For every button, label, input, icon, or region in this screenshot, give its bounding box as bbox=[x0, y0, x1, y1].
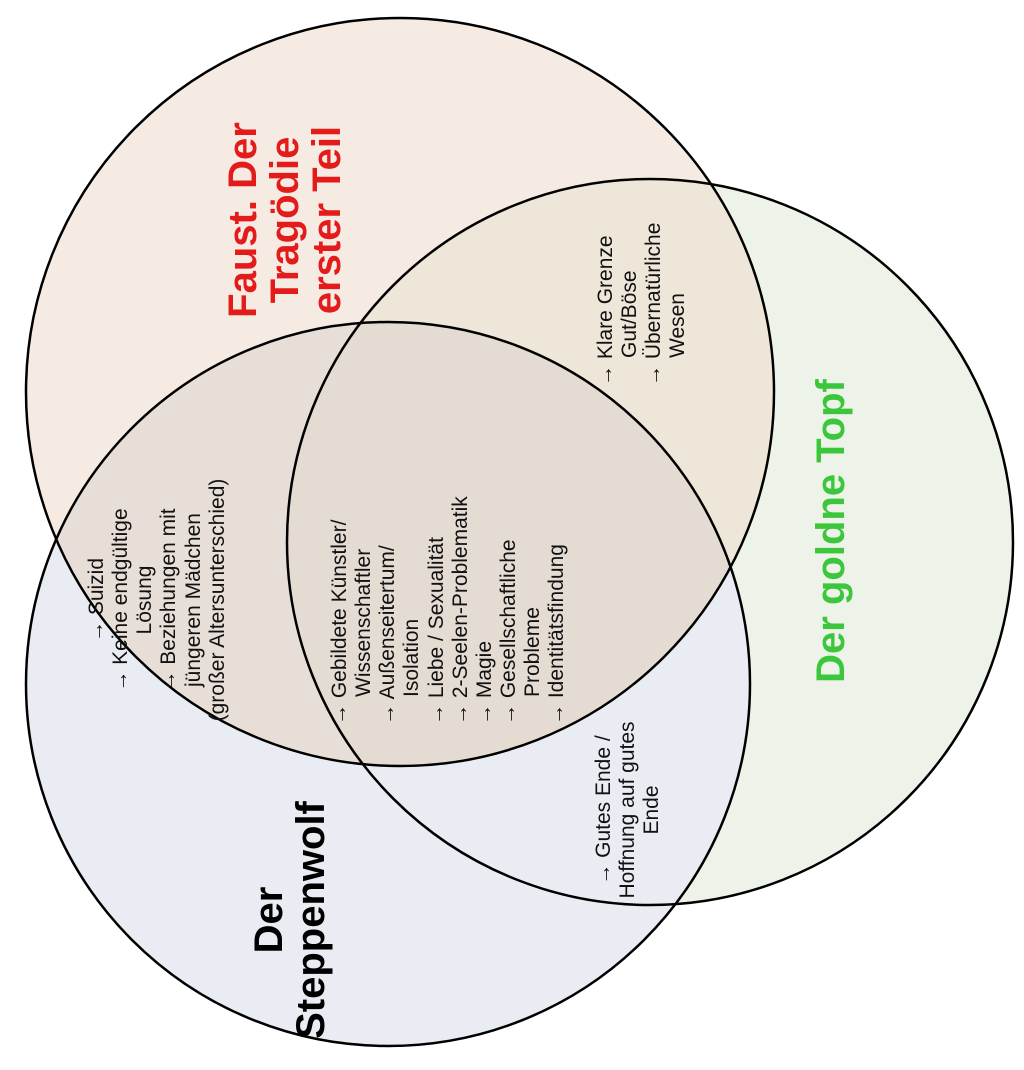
list-item: → Identitätsfindung bbox=[545, 544, 569, 725]
list-item: Wesen bbox=[666, 293, 690, 358]
faust-title-line-1: Faust. Der bbox=[221, 122, 265, 318]
list-item: → Suizid bbox=[85, 557, 108, 643]
list-item: → Gesellschaftliche bbox=[496, 539, 520, 725]
steppenwolf-title-line-1: Der bbox=[247, 886, 291, 954]
faust-title-line-3: erster Teil bbox=[305, 125, 349, 315]
list-item: Hoffnung auf gutes bbox=[616, 721, 640, 899]
topf-title-text: Der goldne Topf bbox=[809, 379, 853, 683]
region-center: → Gebildete Künstler/ Wissenschaftler → … bbox=[328, 385, 598, 725]
circle-steppenwolf-outline bbox=[24, 320, 752, 1048]
steppenwolf-title-line-2: Steppenwolf bbox=[289, 801, 333, 1039]
circle-faust-outline bbox=[24, 16, 776, 768]
list-item: → Gutes Ende / bbox=[592, 735, 615, 885]
list-item: (großer Altersunterschied) bbox=[205, 478, 229, 722]
list-item: Probleme bbox=[521, 607, 545, 697]
list-item: Gut/Böse bbox=[618, 270, 642, 358]
topf-title: Der goldne Topf bbox=[809, 341, 862, 721]
list-item: → Außenseitertum/ bbox=[376, 545, 400, 725]
list-item: → Magie bbox=[472, 640, 496, 725]
circle-topf-outline bbox=[285, 177, 1015, 907]
region-faust-topf: → Klare Grenze Gut/Böse → Übernatürliche… bbox=[594, 186, 710, 386]
list-item: → Gebildete Künstler/ bbox=[328, 519, 351, 725]
region-faust-steppenwolf: → Suizid → Keine endgültige Lösung → Bez… bbox=[85, 430, 245, 770]
list-item: Lösung bbox=[133, 565, 157, 635]
list-item: → Keine endgültige bbox=[109, 508, 133, 692]
overlap-center-fill bbox=[287, 322, 750, 766]
faust-title-line-2: Tragödie bbox=[263, 136, 307, 304]
list-item: Ende bbox=[640, 785, 664, 835]
list-item: jüngeren Mädchen bbox=[181, 513, 205, 687]
list-item: Isolation bbox=[400, 618, 424, 697]
faust-title: Faust. Der Tragödie erster Teil bbox=[195, 60, 375, 380]
steppenwolf-title: Der Steppenwolf bbox=[240, 770, 340, 1070]
list-item: Wissenschaftler bbox=[352, 548, 376, 697]
list-item: → Übernatürliche bbox=[642, 222, 666, 386]
list-item: → Liebe / Sexualität bbox=[424, 537, 448, 725]
list-item: → Beziehungen mit bbox=[157, 508, 181, 692]
region-topf-steppenwolf: → Gutes Ende / Hoffnung auf gutes Ende bbox=[592, 705, 682, 915]
list-item: → Klare Grenze bbox=[594, 235, 617, 386]
list-item: → 2-Seelen-Problematik bbox=[448, 496, 472, 725]
